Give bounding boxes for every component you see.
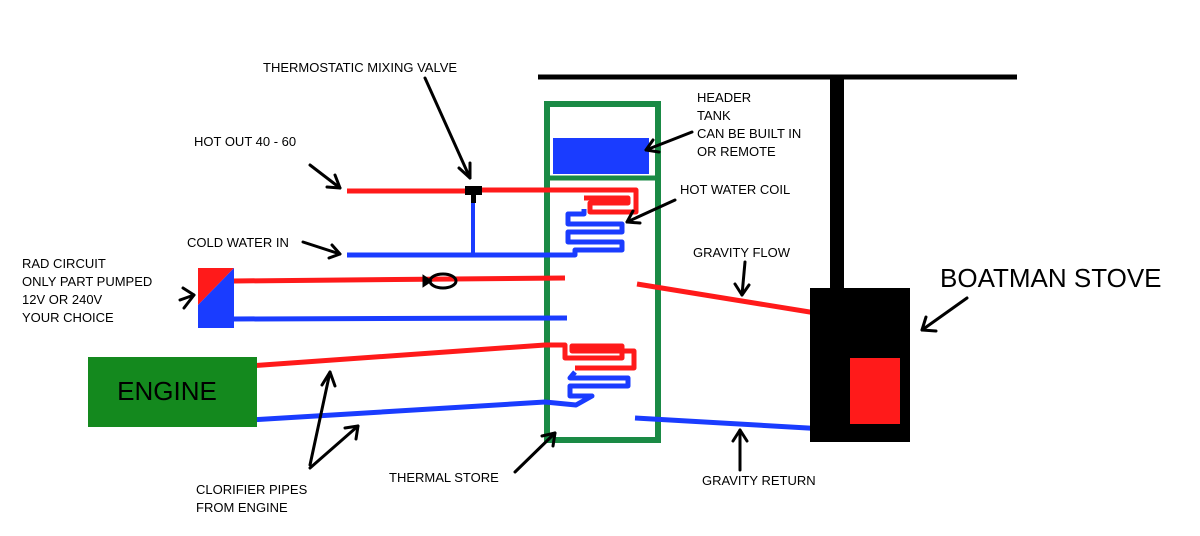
- radiator-cold-half: [198, 268, 234, 328]
- boatman-stove-label: BOATMAN STOVE: [940, 263, 1162, 293]
- thermostatic-valve-label: THERMOSTATIC MIXING VALVE: [263, 60, 457, 75]
- mixing-valve: [465, 186, 482, 195]
- rad-return-pipe: [233, 315, 568, 322]
- gravity-return-label: GRAVITY RETURN: [702, 473, 816, 488]
- header-tank-label: HEADER TANK CAN BE BUILT IN OR REMOTE: [697, 90, 805, 159]
- cold-in-label: COLD WATER IN: [187, 235, 289, 250]
- hot-water-coil: [476, 187, 639, 258]
- thermal-store-tank: [544, 101, 661, 443]
- boatman-stove: [810, 288, 910, 442]
- gravity-flow-label: GRAVITY FLOW: [693, 245, 791, 260]
- rad-circuit: [198, 268, 568, 328]
- engine-coil: [247, 342, 637, 423]
- domestic-pipes: [347, 186, 482, 258]
- gravity-return-pipe: [634, 415, 826, 432]
- thermal-store-outline: [544, 101, 661, 443]
- flue: [538, 74, 1017, 290]
- hot-out-label: HOT OUT 40 - 60: [194, 134, 296, 149]
- clorifier-pipes-label: CLORIFIER PIPES FROM ENGINE: [196, 482, 311, 515]
- rad-circuit-label: RAD CIRCUIT ONLY PART PUMPED 12V OR 240V…: [22, 256, 156, 325]
- pump-icon: [422, 272, 458, 290]
- engine: ENGINE: [88, 357, 257, 427]
- rad-flow-pipe: [233, 275, 566, 284]
- gravity-pipes: [634, 281, 826, 432]
- stove-firebox: [850, 358, 900, 424]
- engine-label: ENGINE: [117, 376, 217, 406]
- gravity-flow-pipe: [636, 281, 823, 317]
- pointer-arrows: [178, 76, 969, 474]
- thermal-store-label: THERMAL STORE: [389, 470, 499, 485]
- hot-water-coil-label: HOT WATER COIL: [680, 182, 790, 197]
- header-tank: [553, 138, 649, 174]
